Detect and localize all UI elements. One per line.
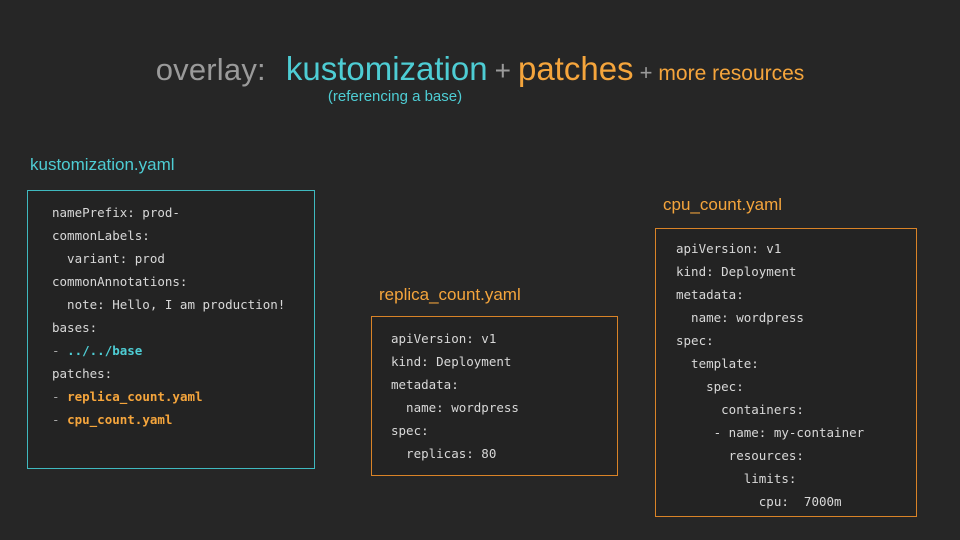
heading-plus-2: + (639, 60, 653, 85)
code-token: replica_count.yaml (67, 389, 203, 404)
code-token: resources: (676, 448, 804, 463)
code-token: - (52, 389, 68, 404)
code-token: apiVersion: v1 (391, 331, 497, 346)
code-token: patches: (52, 366, 113, 381)
code-token: - (52, 343, 68, 358)
code-line: - replica_count.yaml (52, 385, 314, 408)
code-line: - ../../base (52, 339, 314, 362)
heading-plus-1: + (494, 55, 511, 86)
code-line: - cpu_count.yaml (52, 408, 314, 431)
code-line: - name: my-container (676, 421, 916, 444)
code-token: spec: (676, 379, 744, 394)
code-block-kustomization-yaml: namePrefix: prod-commonLabels: variant: … (27, 190, 315, 469)
code-line: containers: (676, 398, 916, 421)
code-line: metadata: (391, 373, 617, 396)
code-line: commonLabels: (52, 224, 314, 247)
code-line: metadata: (676, 283, 916, 306)
code-token: - name: my-container (676, 425, 865, 440)
code-token: ../../base (67, 343, 143, 358)
code-line: patches: (52, 362, 314, 385)
code-line: name: wordpress (676, 306, 916, 329)
file-label-cpu-count-yaml: cpu_count.yaml (663, 195, 783, 214)
code-line: bases: (52, 316, 314, 339)
code-line: template: (676, 352, 916, 375)
code-token: containers: (676, 402, 804, 417)
code-line: kind: Deployment (391, 350, 617, 373)
code-line: spec: (676, 329, 916, 352)
code-token: name: wordpress (391, 400, 519, 415)
code-token: - (52, 412, 68, 427)
code-token: commonLabels: (52, 228, 150, 243)
code-token: limits: (676, 471, 797, 486)
code-line: apiVersion: v1 (391, 327, 617, 350)
slide-heading: overlay:kustomization+patches+more resou… (0, 50, 960, 88)
code-token: apiVersion: v1 (676, 241, 782, 256)
code-line: cpu: 7000m (676, 490, 916, 513)
heading-more-resources: more resources (658, 62, 805, 85)
code-line: kind: Deployment (676, 260, 916, 283)
code-line: spec: (676, 375, 916, 398)
code-line: replicas: 80 (391, 442, 617, 465)
heading-overlay-label: overlay: (155, 52, 266, 87)
code-token: metadata: (391, 377, 459, 392)
code-token: metadata: (676, 287, 744, 302)
code-line: variant: prod (52, 247, 314, 270)
code-token: kind: Deployment (391, 354, 512, 369)
code-line: namePrefix: prod- (52, 201, 314, 224)
code-token: spec: (391, 423, 429, 438)
code-line: note: Hello, I am production! (52, 293, 314, 316)
code-line: limits: (676, 467, 916, 490)
heading-subtitle-text: (referencing a base) (327, 88, 463, 105)
code-token: note: Hello, I am production! (52, 297, 286, 312)
heading-subtitle: (referencing a base) (0, 88, 960, 105)
heading-patches: patches (517, 50, 634, 87)
code-token: template: (676, 356, 759, 371)
code-token: cpu: 7000m (676, 494, 842, 509)
code-line: spec: (391, 419, 617, 442)
code-line: apiVersion: v1 (676, 237, 916, 260)
code-token: variant: prod (52, 251, 165, 266)
code-token: name: wordpress (676, 310, 804, 325)
code-body-kustomization-yaml: namePrefix: prod-commonLabels: variant: … (28, 191, 314, 431)
code-line: resources: (676, 444, 916, 467)
code-token: commonAnnotations: (52, 274, 188, 289)
code-line: commonAnnotations: (52, 270, 314, 293)
code-token: kind: Deployment (676, 264, 797, 279)
code-token: spec: (676, 333, 714, 348)
file-label-replica-count-yaml: replica_count.yaml (379, 285, 521, 304)
code-token: bases: (52, 320, 98, 335)
file-label-kustomization-yaml: kustomization.yaml (30, 155, 175, 174)
code-token: cpu_count.yaml (67, 412, 173, 427)
code-token: namePrefix: prod- (52, 205, 180, 220)
code-line: name: wordpress (391, 396, 617, 419)
code-token: replicas: 80 (391, 446, 497, 461)
heading-kustomization: kustomization (285, 50, 488, 87)
